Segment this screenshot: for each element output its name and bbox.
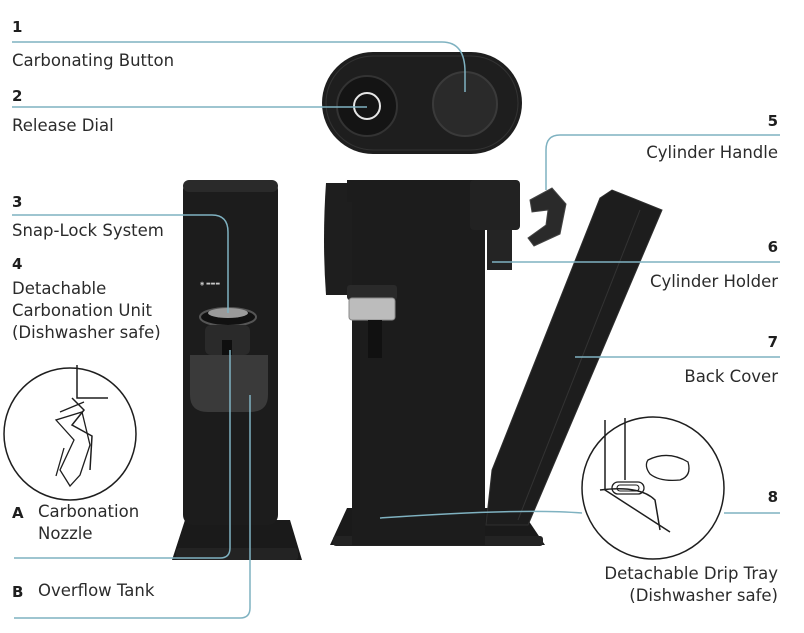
callout-number-6: 6 xyxy=(767,238,778,256)
callout-number-5: 5 xyxy=(767,112,778,130)
leader-line-5 xyxy=(545,134,780,190)
callout-label-detachable-drip-tray: Detachable Drip Tray (Dishwasher safe) xyxy=(604,564,778,605)
drip-tray-inset xyxy=(581,416,725,560)
leader-lines xyxy=(12,41,780,619)
subpart-label-carbonation-nozzle: Carbonation Nozzle xyxy=(38,502,140,543)
callout-label-back-cover: Back Cover xyxy=(684,367,778,386)
callout-number-7: 7 xyxy=(767,333,778,351)
subpart-label-overflow-tank: Overflow Tank xyxy=(38,581,155,600)
leader-line-B xyxy=(14,395,251,619)
callout-label-cylinder-holder: Cylinder Holder xyxy=(649,272,778,291)
control-panel-top-view xyxy=(322,52,522,154)
callout-number-3: 3 xyxy=(12,193,23,211)
callout-label-detachable-carbonation-unit: Detachable Carbonation Unit (Dishwasher … xyxy=(12,279,161,342)
callout-label-carbonating-button: Carbonating Button xyxy=(12,51,175,70)
back-cover-icon xyxy=(485,189,663,526)
leader-line-3 xyxy=(12,214,229,313)
callout-label-release-dial: Release Dial xyxy=(12,116,114,135)
callout-number-4: 4 xyxy=(12,255,23,273)
callout-number-2: 2 xyxy=(12,87,23,105)
callout-label-snap-lock-system: Snap-Lock System xyxy=(12,221,164,240)
leader-line-1 xyxy=(12,41,466,92)
subpart-letter-A: A xyxy=(12,504,24,522)
callout-number-1: 1 xyxy=(12,18,23,36)
leader-line-8-inner xyxy=(379,510,583,519)
brand-mark-icon: ◉ ▬▬▬ xyxy=(200,281,220,287)
machine-front-view: ◉ ▬▬▬ xyxy=(172,180,302,560)
nozzle-inset xyxy=(3,365,137,501)
callout-number-8: 8 xyxy=(767,488,778,506)
callout-label-cylinder-handle: Cylinder Handle xyxy=(646,143,778,162)
release-dial-icon xyxy=(336,75,398,137)
subpart-letter-B: B xyxy=(12,583,24,601)
cylinder-handle-icon xyxy=(527,187,567,247)
leader-line-A xyxy=(14,350,231,559)
